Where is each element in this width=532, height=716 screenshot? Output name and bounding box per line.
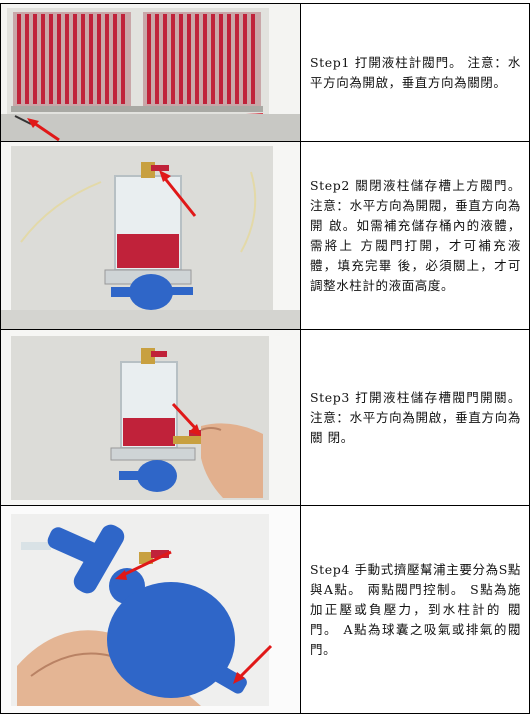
step-row-4: Step4 手動式擠壓幫浦主要分為S點與A點。 兩點閥門控制。 S點為施加正壓或… [0, 505, 530, 714]
step2-photo [1, 142, 301, 329]
squeeze-pump-step4 [21, 524, 247, 698]
arrow-step3 [171, 402, 201, 436]
step1-photo [1, 4, 301, 141]
step-row-1: Step1 打開液柱計閥門。 注意：水平方向為開啟，垂直方向為關閉。 [0, 3, 530, 142]
arrow-step4-a [233, 644, 273, 684]
step1-text: Step1 打開液柱計閥門。 注意：水平方向為開啟，垂直方向為關閉。 [310, 54, 521, 90]
arrow-step1 [27, 118, 60, 141]
step4-text-cell: Step4 手動式擠壓幫浦主要分為S點與A點。 兩點閥門控制。 S點為施加正壓或… [301, 506, 529, 713]
step3-text-cell: Step3 打開液柱儲存槽閥門開關。 注意：水平方向為開啟，垂直方向為關 閉。 [301, 330, 529, 505]
step4-photo [1, 506, 301, 713]
step-row-3: Step3 打開液柱儲存槽閥門開關。 注意：水平方向為開啟，垂直方向為關 閉。 [0, 329, 530, 506]
manometer-tubes-left [17, 14, 125, 104]
step4-text: Step4 手動式擠壓幫浦主要分為S點與A點。 兩點閥門控制。 S點為施加正壓或… [310, 561, 521, 657]
arrow-step2 [159, 170, 197, 217]
step1-text-cell: Step1 打開液柱計閥門。 注意：水平方向為開啟，垂直方向為關閉。 [301, 4, 529, 141]
step2-text: Step2 關閉液柱儲存槽上方閥門。 注意：水平方向為開閥，垂直方向為開 啟。如… [310, 177, 521, 293]
step2-text-cell: Step2 關閉液柱儲存槽上方閥門。 注意：水平方向為開閥，垂直方向為開 啟。如… [301, 142, 529, 329]
step3-photo [1, 330, 301, 505]
step3-text: Step3 打開液柱儲存槽閥門開關。 注意：水平方向為開啟，垂直方向為關 閉。 [310, 389, 521, 445]
step-row-2: Step2 關閉液柱儲存槽上方閥門。 注意：水平方向為開閥，垂直方向為開 啟。如… [0, 141, 530, 330]
hand-step3 [200, 423, 263, 498]
squeeze-bulb-step2 [111, 274, 193, 310]
manometer-tubes-right [147, 14, 255, 104]
squeeze-bulb-step3 [119, 460, 177, 492]
arrow-step4-s [115, 550, 172, 580]
